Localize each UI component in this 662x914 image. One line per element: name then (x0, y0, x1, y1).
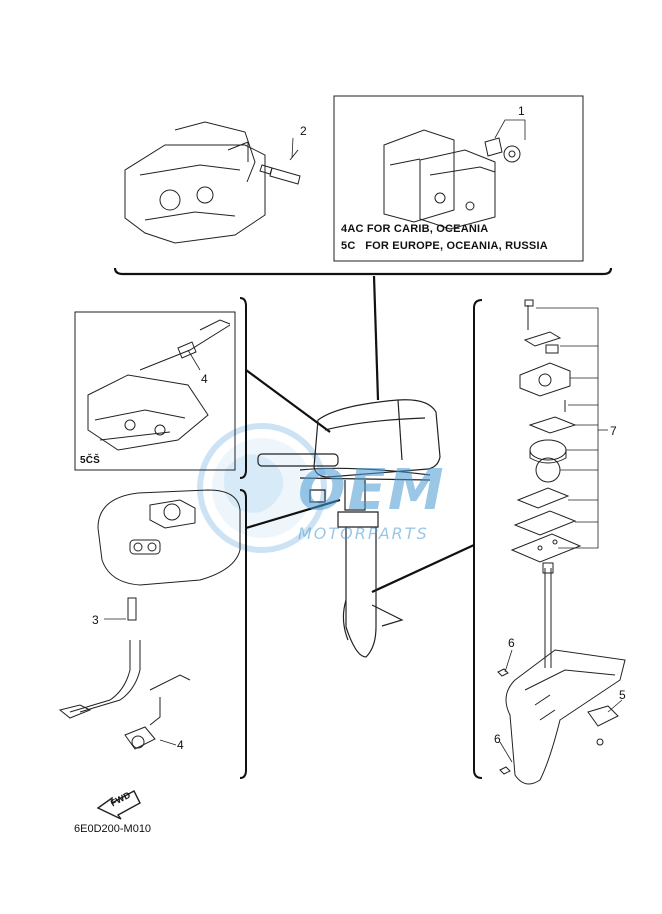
callout-1: 1 (518, 104, 525, 118)
callout-3: 3 (92, 613, 99, 627)
intake-drawing (87, 319, 231, 451)
watermark-brand: OEM (298, 458, 446, 523)
note-line-1: 4AC FOR CARIB, OCEANIA (341, 223, 489, 235)
water-pump-drawing (510, 299, 582, 563)
callout-7: 7 (610, 424, 617, 438)
bolt-drawing (497, 668, 511, 775)
callout-5: 5 (619, 688, 626, 702)
left-lower-bracket (239, 489, 247, 779)
note-line-2: 5C FOR EUROPE, OCEANIA, RUSSIA (341, 240, 548, 252)
watermark-sub: MOTORPARTS (298, 524, 429, 543)
outboard-motor-drawing (257, 399, 441, 658)
top-group-bracket (113, 267, 613, 276)
right-bracket (473, 299, 483, 779)
fwd-arrow-icon (96, 790, 141, 820)
callout-6-lower: 6 (494, 732, 501, 746)
fuel-tank-drawing (97, 489, 241, 586)
pump-callout-lines (536, 307, 608, 549)
callout-2: 2 (300, 124, 307, 138)
fuel-line-drawing (58, 597, 191, 750)
carburetor-inset-frame (333, 95, 584, 262)
inset-code: 5ČŠ (80, 455, 101, 466)
diagram-code: 6E0D200-M010 (74, 823, 152, 835)
watermark-globe-icon (197, 423, 327, 553)
callout-4-fuel: 4 (177, 738, 184, 752)
spark-plug-drawing (259, 149, 301, 185)
adjusting-screw-drawing (484, 137, 521, 163)
carburetor-drawing (383, 129, 496, 230)
left-upper-bracket (239, 297, 247, 479)
lower-unit-drawing (505, 562, 626, 785)
intake-inset-frame (74, 311, 236, 471)
callout-6-upper: 6 (508, 636, 515, 650)
callout-4-inset: 4 (201, 372, 208, 386)
powerhead-drawing (124, 121, 266, 244)
